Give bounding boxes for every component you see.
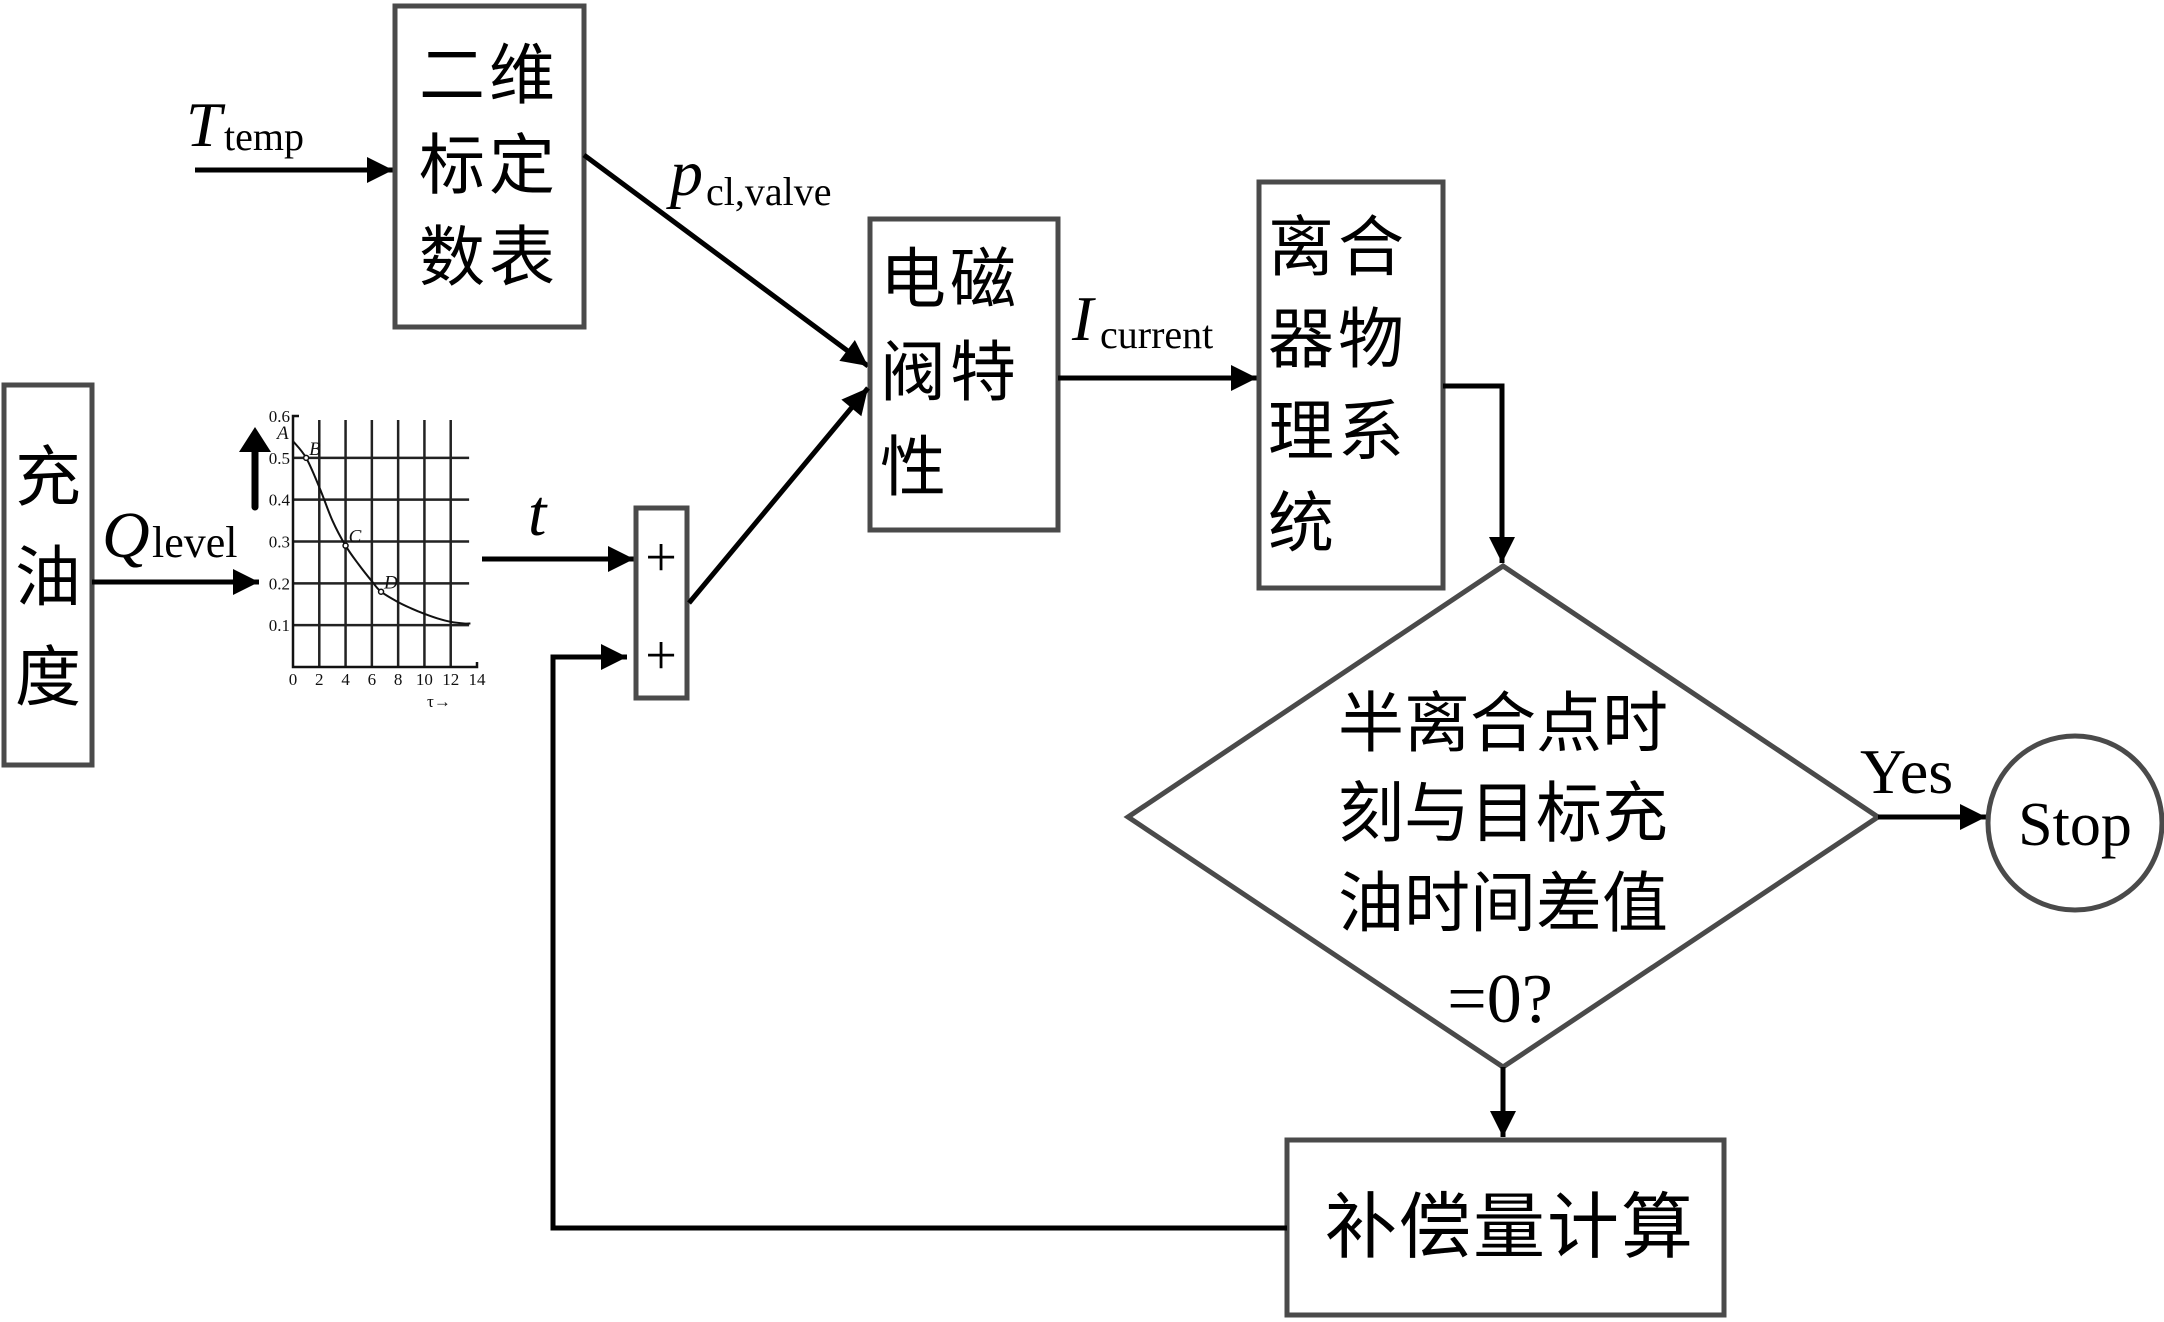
chart-points: AB C D bbox=[275, 423, 398, 595]
compensation-block: 补偿量计算 bbox=[1284, 1137, 1727, 1318]
time-signal: t bbox=[482, 477, 634, 572]
solenoid-valve-line-2: 阀特 bbox=[880, 334, 1020, 411]
pressure-symbol: p bbox=[666, 137, 703, 210]
chart-point-c bbox=[342, 542, 349, 549]
fill-level-line-1: 充 bbox=[15, 439, 81, 516]
summer-sign-bottom: + bbox=[645, 625, 677, 687]
chart-x-tick-label: 2 bbox=[315, 670, 324, 689]
chart-y-tick-label: 0.3 bbox=[269, 533, 290, 552]
decision-block: 半离合点时 刻与目标充 油时间差值 =0? bbox=[1123, 562, 1883, 1071]
chart-point-label-a: A bbox=[275, 423, 289, 444]
chart-point-label-d: D bbox=[383, 573, 398, 594]
chart-point-label-b: B bbox=[309, 439, 321, 460]
clutch-system-line-2: 器物 bbox=[1268, 301, 1408, 378]
fill-level-block: 充 油 度 bbox=[1, 382, 95, 768]
chart-axes bbox=[291, 414, 479, 669]
solenoid-valve-block: 电磁 阀特 性 bbox=[867, 216, 1061, 533]
solenoid-valve-box bbox=[867, 216, 1061, 533]
clutch-system-line-1: 离合 bbox=[1268, 209, 1408, 286]
yes-branch: Yes bbox=[1860, 736, 1986, 830]
summer-to-valve-arrow bbox=[687, 386, 870, 605]
current-subscript: current bbox=[1100, 312, 1213, 357]
chart-x-tick-label: 4 bbox=[341, 670, 350, 689]
chart-point-d bbox=[377, 588, 385, 595]
chart-y-tick-label: 0.5 bbox=[269, 449, 290, 468]
fill-level-line-2: 油 bbox=[15, 539, 81, 616]
stop-label: Stop bbox=[2018, 791, 2132, 859]
summer-box bbox=[633, 505, 690, 701]
current-signal: I current bbox=[1058, 283, 1257, 391]
chart-x-tick-label: 12 bbox=[442, 670, 459, 689]
temperature-symbol: T bbox=[186, 89, 226, 160]
time-symbol: t bbox=[528, 477, 548, 550]
chart-y-tick-label: 0.4 bbox=[269, 491, 291, 510]
decision-line-1: 半离合点时 bbox=[1338, 685, 1668, 762]
temperature-subscript: temp bbox=[224, 114, 304, 159]
chart-x-tick-label: 14 bbox=[469, 670, 487, 689]
chart-y-tick-label: 0.6 bbox=[269, 407, 290, 426]
chart-x-tick-label: 6 bbox=[368, 670, 377, 689]
clutch-system-line-4: 统 bbox=[1268, 485, 1338, 562]
chart-axis-lines bbox=[291, 414, 479, 669]
fill-level-box bbox=[1, 382, 95, 768]
stop-circle bbox=[1985, 733, 2164, 913]
fill-level-line-3: 度 bbox=[15, 639, 81, 716]
temperature-signal: T temp bbox=[186, 89, 393, 183]
pressure-signal: p cl,valve bbox=[582, 137, 870, 369]
clutch-system-block: 离合 器物 理系 统 bbox=[1256, 179, 1446, 591]
chart-y-tick-label: 0.2 bbox=[269, 574, 290, 593]
chart-point-label-c: C bbox=[349, 527, 362, 548]
increase-arrow-icon bbox=[239, 427, 271, 511]
summer-sign-top: + bbox=[645, 527, 677, 589]
level-signal: Q level bbox=[92, 499, 259, 595]
chart-x-label: τ→ bbox=[427, 692, 451, 711]
calibration-table-box bbox=[392, 3, 587, 330]
level-symbol: Q bbox=[102, 499, 150, 572]
calibration-table-line-1: 二维 bbox=[419, 37, 559, 114]
yes-label: Yes bbox=[1860, 736, 1953, 807]
calibration-table-block: 二维 标定 数表 bbox=[392, 3, 587, 330]
calibration-table-line-3: 数表 bbox=[419, 219, 559, 296]
solenoid-valve-line-1: 电磁 bbox=[880, 241, 1020, 318]
chart-point-b bbox=[302, 454, 310, 462]
compensation-label: 补偿量计算 bbox=[1325, 1185, 1695, 1269]
clutch-system-line-3: 理系 bbox=[1268, 393, 1408, 470]
chart-x-tick-label: 10 bbox=[416, 670, 433, 689]
pressure-arrow bbox=[582, 152, 870, 369]
summer-block: + + bbox=[633, 505, 690, 701]
decision-line-2: 刻与目标充 bbox=[1338, 775, 1668, 852]
decision-line-3: 油时间差值 bbox=[1338, 865, 1668, 942]
clutch-system-box bbox=[1256, 179, 1446, 591]
chart-y-tick-label: 0.1 bbox=[269, 616, 290, 635]
stop-terminal: Stop bbox=[1985, 733, 2164, 913]
clutch-to-decision-arrow bbox=[1443, 383, 1515, 563]
current-symbol: I bbox=[1071, 283, 1096, 354]
feedback-arrow bbox=[550, 644, 1287, 1231]
chart-x-tick-label: 8 bbox=[394, 670, 403, 689]
calibration-table-line-2: 标定 bbox=[419, 127, 559, 204]
chart-x-tick-label: 0 bbox=[289, 670, 298, 689]
solenoid-valve-line-3: 性 bbox=[880, 429, 950, 506]
level-subscript: level bbox=[152, 518, 238, 567]
pressure-subscript: cl,valve bbox=[706, 169, 832, 214]
decision-line-4: =0? bbox=[1447, 961, 1553, 1038]
